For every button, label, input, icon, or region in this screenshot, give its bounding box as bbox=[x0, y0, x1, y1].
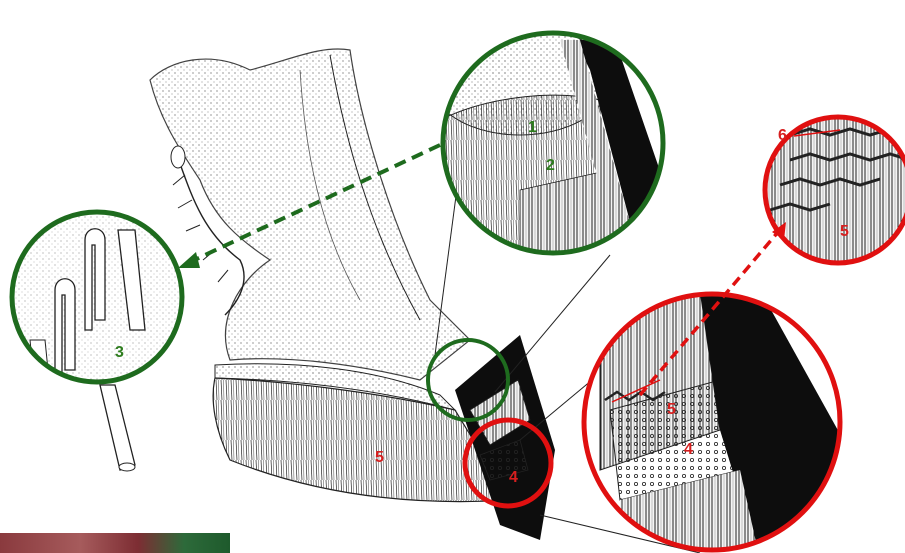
label-4-detail: 4 bbox=[684, 441, 693, 458]
tubule-extension bbox=[100, 385, 135, 470]
zoom-circle-lamellae: 6 5 bbox=[760, 110, 905, 270]
label-6: 6 bbox=[778, 127, 787, 144]
label-5-tubules: 5 bbox=[840, 223, 849, 240]
corner-photo-thumbnail bbox=[0, 533, 230, 553]
label-3: 3 bbox=[115, 344, 124, 361]
label-2: 2 bbox=[546, 157, 555, 174]
label-4-main: 4 bbox=[509, 469, 518, 486]
zoom-circle-coronary-band: 1 2 bbox=[430, 25, 670, 260]
zoom-circle-wall-section: 5 4 bbox=[584, 290, 860, 553]
label-5-main: 5 bbox=[375, 449, 384, 466]
zoom-circle-papillae: 3 bbox=[10, 210, 190, 471]
label-1: 1 bbox=[528, 119, 537, 136]
label-5-detail: 5 bbox=[667, 401, 676, 418]
